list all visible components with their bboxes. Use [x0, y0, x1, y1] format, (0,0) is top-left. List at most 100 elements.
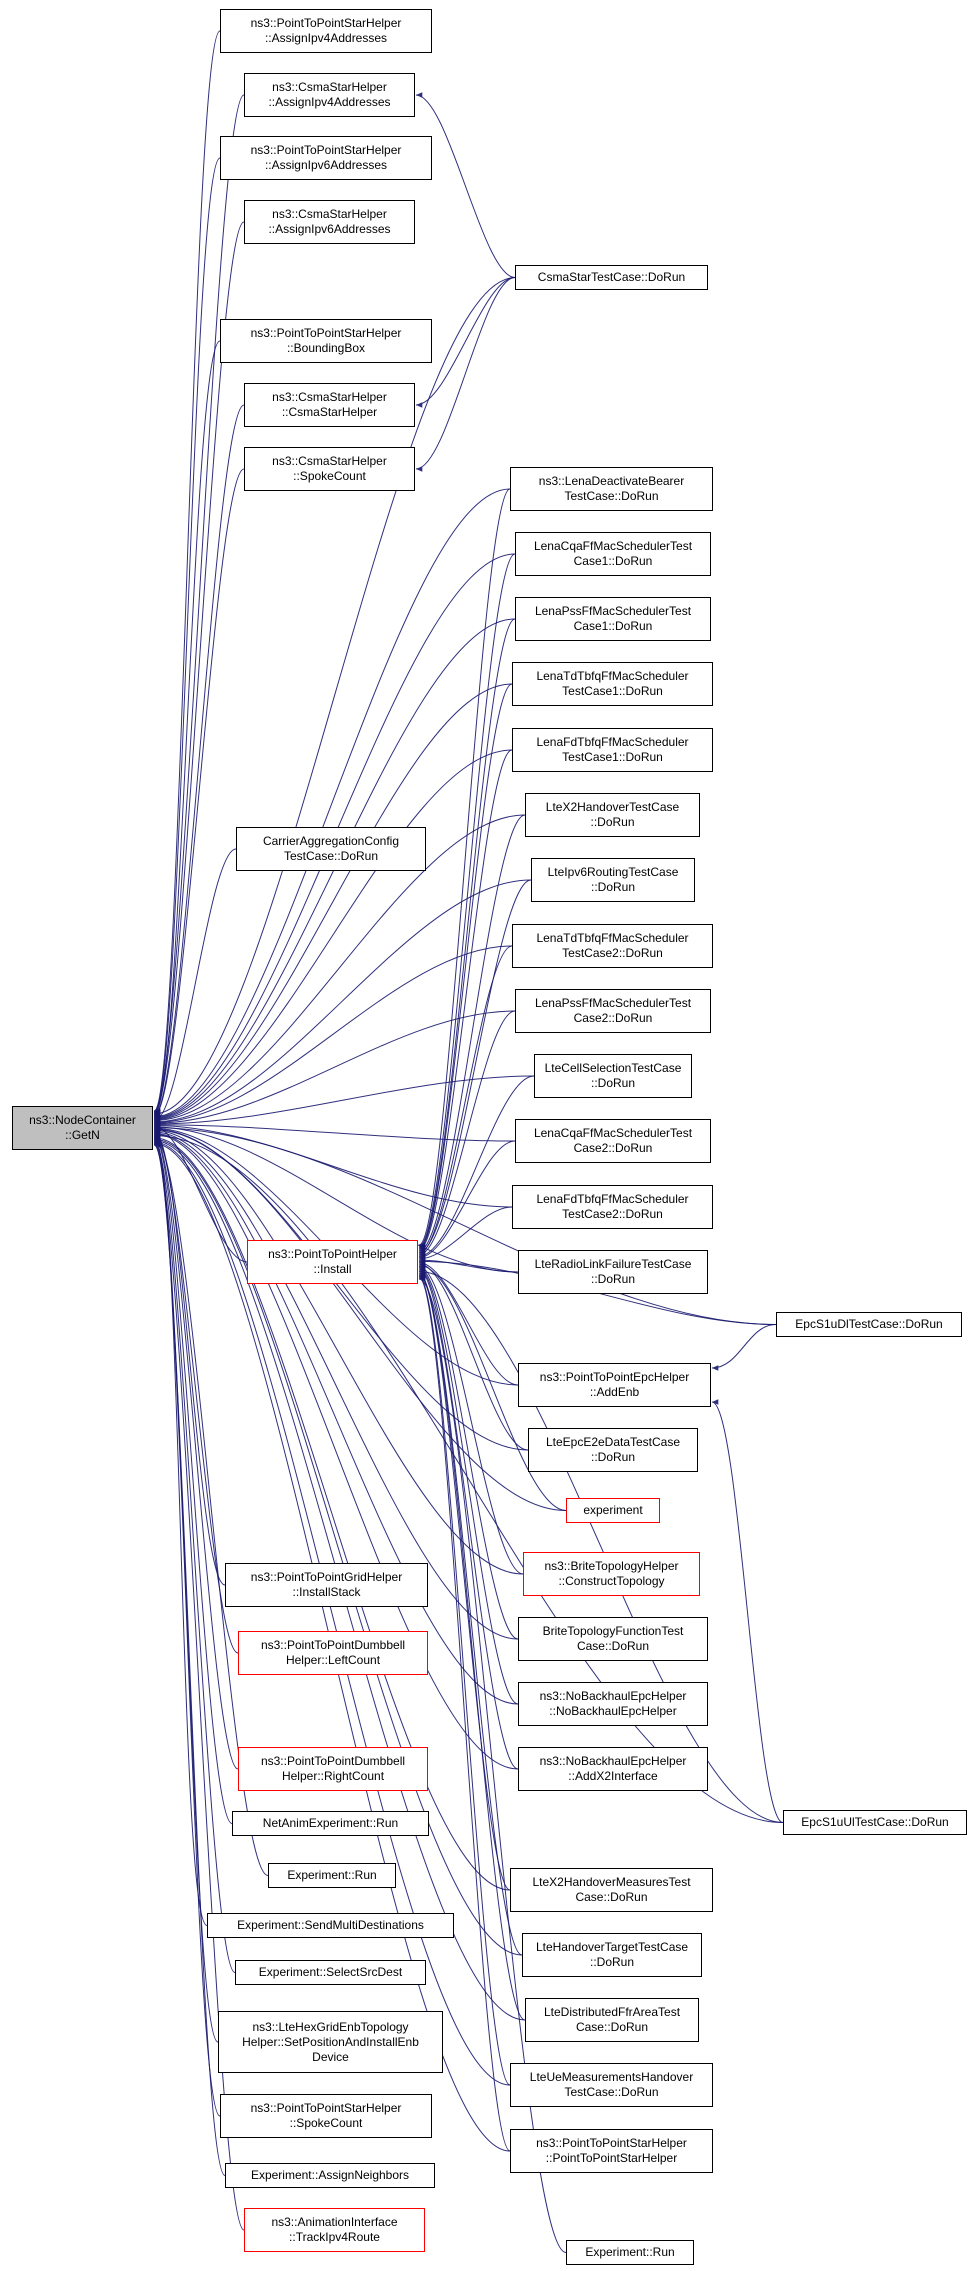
- graph-node-csmastar-assignipv4[interactable]: ns3::CsmaStarHelper::AssignIpv4Addresses: [244, 73, 415, 117]
- call-edge-pss1-to-install: [418, 618, 516, 1251]
- graph-node-csmastar-ctor[interactable]: ns3::CsmaStarHelper::CsmaStarHelper: [244, 383, 415, 427]
- call-edge-assignneighbors-to-getn: [153, 1141, 226, 2176]
- graph-node-x2handover[interactable]: LteX2HandoverTestCase::DoRun: [525, 793, 700, 837]
- graph-node-sendmulti[interactable]: Experiment::SendMultiDestinations: [207, 1913, 454, 1938]
- graph-node-brite-construct[interactable]: ns3::BriteTopologyHelper::ConstructTopol…: [523, 1552, 700, 1596]
- call-edge-epcs1udl-to-getn: [153, 1124, 777, 1325]
- graph-node-addx2[interactable]: ns3::NoBackhaulEpcHelper::AddX2Interface: [518, 1747, 708, 1791]
- graph-node-handovertarget[interactable]: LteHandoverTargetTestCase::DoRun: [522, 1933, 702, 1977]
- call-edge-uemeas-to-install: [418, 1273, 511, 2086]
- graph-node-label: CsmaStarTestCase::DoRun: [537, 270, 686, 284]
- graph-node-netanimrun[interactable]: NetAnimExperiment::Run: [232, 1811, 429, 1836]
- graph-node-csmastar-dorun[interactable]: CsmaStarTestCase::DoRun: [515, 265, 708, 290]
- graph-node-label: ::ConstructTopology: [558, 1574, 665, 1588]
- graph-node-label: ::Install: [313, 1262, 352, 1276]
- graph-node-ipv6routing[interactable]: LteIpv6RoutingTestCase::DoRun: [531, 858, 695, 902]
- graph-node-label: TestCase2::DoRun: [562, 946, 663, 960]
- graph-node-label: ns3::PointToPointGridHelper: [250, 1570, 403, 1584]
- graph-node-label: ns3::NoBackhaulEpcHelper: [539, 1689, 687, 1703]
- graph-node-label: LteEpcE2eDataTestCase: [545, 1435, 681, 1449]
- call-edge-nobackhaul-ctor-to-install: [418, 1266, 519, 1705]
- graph-node-csmastar-assignipv6[interactable]: ns3::CsmaStarHelper::AssignIpv6Addresses: [244, 200, 415, 244]
- graph-node-epce2e[interactable]: LteEpcE2eDataTestCase::DoRun: [528, 1428, 698, 1472]
- graph-node-label: ::InstallStack: [292, 1585, 361, 1599]
- call-edge-exprun2-to-install: [418, 1276, 567, 2253]
- graph-node-label: Experiment::AssignNeighbors: [250, 2168, 410, 2182]
- call-edge-tdtbfq1-to-install: [418, 683, 513, 1252]
- call-edge-cellselection-to-getn: [153, 1075, 535, 1127]
- call-edge-fdtbfq1-to-getn: [153, 749, 513, 1123]
- graph-node-cellselection[interactable]: LteCellSelectionTestCase::DoRun: [534, 1054, 692, 1098]
- graph-node-p2pstar-assignipv4[interactable]: ns3::PointToPointStarHelper::AssignIpv4A…: [220, 9, 432, 53]
- graph-node-nobackhaul-ctor[interactable]: ns3::NoBackhaulEpcHelper::NoBackhaulEpcH…: [518, 1682, 708, 1726]
- graph-node-epcs1uul[interactable]: EpcS1uUlTestCase::DoRun: [783, 1810, 967, 1835]
- graph-node-label: CarrierAggregationConfig: [262, 834, 400, 848]
- graph-node-exprun1[interactable]: Experiment::Run: [268, 1863, 396, 1888]
- graph-node-label: ns3::PointToPointDumbbell: [260, 1638, 406, 1652]
- graph-node-label: TestCase::DoRun: [564, 489, 659, 503]
- graph-node-label: EpcS1uDlTestCase::DoRun: [795, 1317, 943, 1331]
- graph-node-trackipv4[interactable]: ns3::AnimationInterface::TrackIpv4Route: [244, 2208, 425, 2252]
- call-edge-brite-construct-to-install: [418, 1263, 524, 1575]
- graph-node-radiolink[interactable]: LteRadioLinkFailureTestCase::DoRun: [518, 1250, 708, 1294]
- graph-node-install[interactable]: ns3::PointToPointHelper::Install: [247, 1240, 418, 1284]
- graph-node-p2pstar-boundingbox[interactable]: ns3::PointToPointStarHelper::BoundingBox: [220, 319, 432, 363]
- graph-node-label: Device: [312, 2049, 349, 2064]
- call-edge-selectsrcdest-to-getn: [153, 1137, 236, 1973]
- graph-node-label: ::AddX2Interface: [568, 1769, 658, 1783]
- call-edge-epcs1uul-to-addenb: [711, 1399, 784, 1823]
- graph-node-p2pstar-ctor[interactable]: ns3::PointToPointStarHelper::PointToPoin…: [510, 2129, 713, 2173]
- graph-node-p2pstar-spokecount[interactable]: ns3::PointToPointStarHelper::SpokeCount: [220, 2094, 432, 2138]
- graph-node-label: ns3::PointToPointStarHelper: [250, 143, 402, 157]
- graph-node-label: ::TrackIpv4Route: [289, 2230, 380, 2244]
- graph-node-label: ::AssignIpv6Addresses: [268, 222, 391, 236]
- graph-node-p2pstar-assignipv6[interactable]: ns3::PointToPointStarHelper::AssignIpv6A…: [220, 136, 432, 180]
- graph-node-addenb[interactable]: ns3::PointToPointEpcHelper::AddEnb: [518, 1363, 711, 1407]
- graph-node-label: LenaFdTbfqFfMacScheduler: [536, 1192, 689, 1206]
- graph-node-exprun2[interactable]: Experiment::Run: [566, 2240, 694, 2265]
- call-edge-csmastar-dorun-to-csmastar-assignipv4: [415, 92, 516, 278]
- graph-node-epcs1udl[interactable]: EpcS1uDlTestCase::DoRun: [776, 1312, 962, 1337]
- graph-node-label: LenaTdTbfqFfMacScheduler: [536, 931, 689, 945]
- graph-node-label: LenaCqaFfMacSchedulerTest: [533, 539, 693, 553]
- call-edge-addx2-to-install: [418, 1267, 519, 1770]
- graph-node-selectsrcdest[interactable]: Experiment::SelectSrcDest: [235, 1960, 426, 1985]
- graph-node-label: ns3::PointToPointStarHelper: [250, 16, 402, 30]
- graph-node-assignneighbors[interactable]: Experiment::AssignNeighbors: [225, 2163, 435, 2188]
- graph-node-csmastar-spokecount[interactable]: ns3::CsmaStarHelper::SpokeCount: [244, 447, 415, 491]
- graph-node-label: Case1::DoRun: [573, 619, 653, 633]
- graph-node-gridinstallstack[interactable]: ns3::PointToPointGridHelper::InstallStac…: [225, 1563, 428, 1607]
- graph-node-label: TestCase::DoRun: [564, 2085, 659, 2099]
- call-edge-p2pstar-ctor-to-install: [418, 1275, 511, 2152]
- graph-node-label: ::SpokeCount: [289, 2116, 363, 2130]
- graph-node-label: Case2::DoRun: [573, 1011, 653, 1025]
- graph-node-label: LteX2HandoverTestCase: [545, 800, 680, 814]
- graph-node-label: Case::DoRun: [575, 1890, 648, 1904]
- graph-node-label: LteHandoverTargetTestCase: [535, 1940, 689, 1954]
- graph-node-getn[interactable]: ns3::NodeContainer::GetN: [12, 1106, 153, 1150]
- graph-node-label: NetAnimExperiment::Run: [262, 1816, 399, 1830]
- call-edge-epce2e-to-install: [418, 1261, 529, 1451]
- graph-node-experiment[interactable]: experiment: [566, 1498, 660, 1523]
- graph-node-label: LenaTdTbfqFfMacScheduler: [536, 669, 689, 683]
- graph-node-label: LteCellSelectionTestCase: [544, 1061, 682, 1075]
- call-edge-experiment-to-install: [418, 1262, 567, 1511]
- graph-node-label: ::DoRun: [590, 815, 635, 829]
